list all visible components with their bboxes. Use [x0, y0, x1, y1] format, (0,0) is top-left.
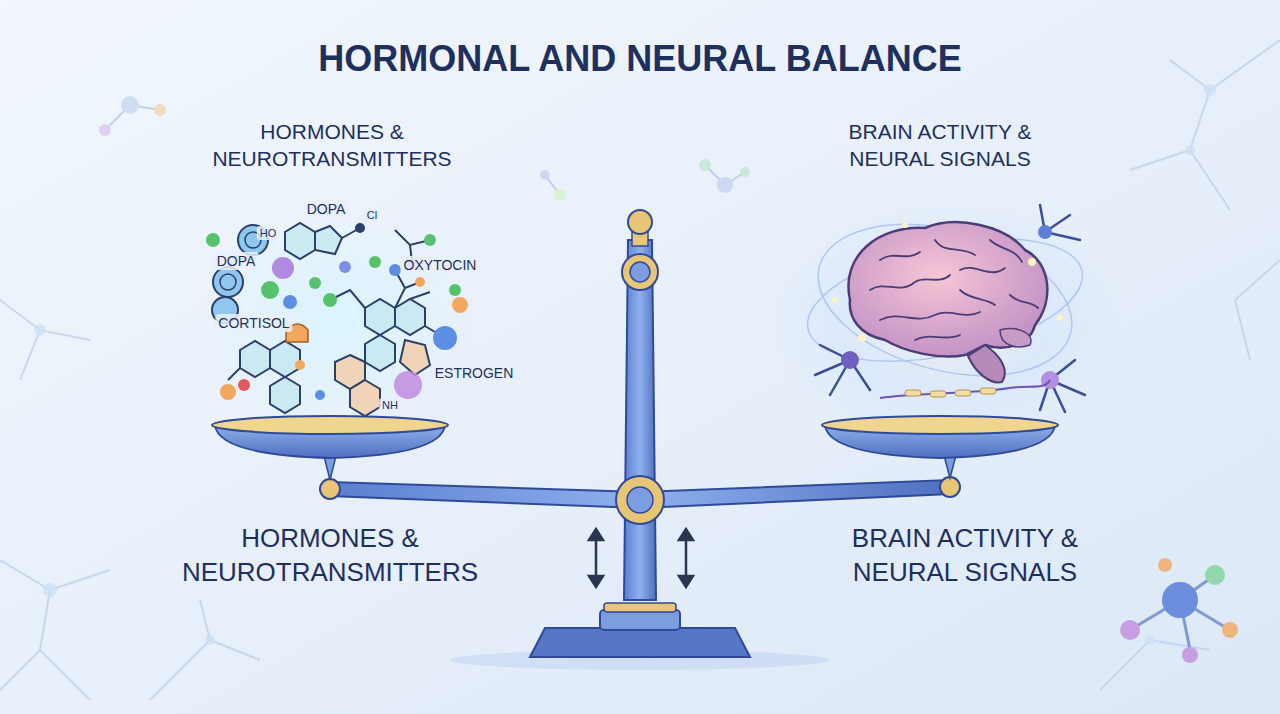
molecule-label: DOPA: [304, 200, 349, 218]
pivot: [616, 476, 664, 524]
atom-label: NH: [379, 398, 401, 412]
pivot-core: [627, 487, 653, 513]
molecule-label: DOPA: [214, 252, 259, 270]
right-pan-rim: [822, 416, 1058, 434]
side-label: HORMONES & NEUROTRANSMITTERS: [175, 522, 485, 590]
brain-glow: [770, 200, 1120, 440]
background-molecules: [99, 96, 1238, 663]
atom-label: Cl: [364, 208, 380, 222]
neurons: [815, 205, 1085, 412]
panel-heading: HORMONES & NEUROTRANSMITTERS: [182, 118, 482, 173]
molecule-label: OXYTOCIN: [401, 256, 480, 274]
pillar-ring: [622, 254, 658, 290]
molecule-label: CORTISOL: [215, 314, 292, 332]
scale-base: [530, 628, 750, 657]
scale-foot-ring: [604, 603, 676, 612]
molecule-glow: [195, 210, 475, 430]
side-label: BRAIN ACTIVITY & NEURAL SIGNALS: [825, 522, 1105, 590]
panel-heading: BRAIN ACTIVITY & NEURAL SIGNALS: [815, 118, 1065, 173]
signal-orbits: [797, 199, 1094, 402]
background-neurons: [0, 40, 1280, 700]
left-pan-rim: [212, 416, 448, 434]
molecule-label: ESTROGEN: [432, 364, 517, 382]
brain: [848, 222, 1047, 382]
scale-foot: [600, 610, 680, 630]
pillar-ring-core: [630, 262, 650, 282]
balance-arrows: [589, 529, 693, 587]
background-dots: [34, 84, 1216, 645]
diagram-title: HORMONAL AND NEURAL BALANCE: [318, 36, 961, 83]
pillar-knob: [628, 210, 652, 234]
beam-end: [320, 479, 340, 499]
molecule-cluster: [206, 223, 468, 416]
atom-label: HO: [257, 226, 280, 240]
scale-pillar: [624, 240, 656, 600]
